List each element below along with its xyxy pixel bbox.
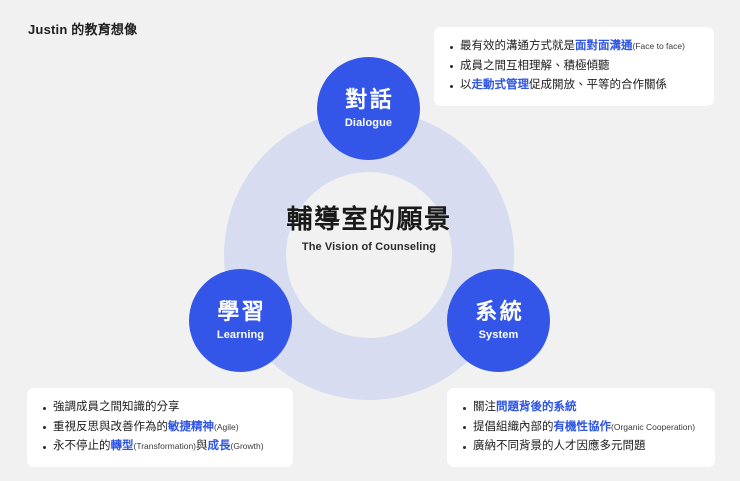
list-item: 關注問題背後的系統 [463, 398, 701, 418]
text-segment: 最有效的溝通方式就是 [460, 40, 575, 52]
text-segment: 重視反思與改善作為的 [53, 420, 168, 433]
page-title: Justin 的教育想像 [28, 22, 138, 37]
text-segment: 關注 [473, 401, 496, 413]
card-learning-list: 強調成員之間知識的分享重視反思與改善作為的敏捷精神(Agile)永不停止的轉型(… [37, 398, 279, 457]
list-item: 永不停止的轉型(Transformation)與成長(Growth) [43, 437, 279, 457]
text-segment: 永不停止的 [53, 440, 111, 452]
list-item: 提倡組織內部的有機性協作(Organic Cooperation) [463, 418, 701, 438]
node-learning-label-cn: 學習 [217, 299, 267, 325]
center-vision-title-en: The Vision of Counseling [301, 241, 437, 254]
inner-ring-hole [286, 172, 452, 338]
highlighted-term: 成長 [207, 440, 231, 452]
highlighted-term: 轉型 [110, 440, 134, 452]
highlighted-term: 有機性協作 [553, 420, 612, 433]
text-segment: 成員之間互相理解、積極傾聽 [460, 59, 610, 72]
highlighted-term: 問題背後的系統 [496, 401, 577, 413]
text-segment: 廣納不同背景的人才因應多元問題 [473, 440, 646, 452]
text-segment: 以 [460, 79, 472, 91]
text-segment: 強調成員之間知識的分享 [53, 401, 180, 413]
card-system: 關注問題背後的系統提倡組織內部的有機性協作(Organic Cooperatio… [447, 388, 715, 467]
list-item: 成員之間互相理解、積極傾聽 [450, 57, 700, 77]
center-vision-label: 輔導室的願景 The Vision of Counseling [259, 204, 479, 253]
list-item: 廣納不同背景的人才因應多元問題 [463, 437, 701, 457]
card-dialogue-list: 最有效的溝通方式就是面對面溝通(Face to face) 成員之間互相理解、積極… [444, 37, 700, 96]
node-system[interactable]: 系統 System [447, 269, 550, 372]
node-dialogue[interactable]: 對話 Dialogue [317, 57, 420, 160]
node-dialogue-label-cn: 對話 [345, 87, 395, 113]
english-gloss: (Agile) [214, 421, 239, 432]
highlighted-term: 面對面溝通 [575, 40, 633, 52]
card-learning: 強調成員之間知識的分享重視反思與改善作為的敏捷精神(Agile)永不停止的轉型(… [27, 388, 293, 467]
english-gloss: (Face to face) [632, 41, 685, 51]
highlighted-term: 敏捷精神 [168, 420, 214, 433]
english-gloss: (Organic Cooperation) [611, 421, 696, 432]
highlighted-term: 走動式管理 [471, 79, 530, 91]
list-item: 重視反思與改善作為的敏捷精神(Agile) [43, 418, 279, 438]
text-segment: 提倡組織內部的 [473, 420, 554, 433]
node-learning-label-en: Learning [216, 328, 265, 341]
list-item: 以走動式管理促成開放、平等的合作關係 [450, 76, 700, 96]
node-system-label-en: System [478, 328, 519, 341]
list-item: 最有效的溝通方式就是面對面溝通(Face to face) [450, 37, 700, 57]
node-learning[interactable]: 學習 Learning [189, 269, 292, 372]
text-segment: 促成開放、平等的合作關係 [529, 79, 667, 91]
node-system-label-cn: 系統 [475, 299, 525, 325]
list-item: 強調成員之間知識的分享 [43, 398, 279, 418]
text-segment: 與 [196, 440, 208, 452]
center-vision-title-cn: 輔導室的願景 [286, 204, 452, 234]
node-dialogue-label-en: Dialogue [344, 116, 393, 129]
english-gloss: (Growth) [230, 441, 264, 451]
english-gloss: (Transformation) [133, 441, 197, 451]
card-system-list: 關注問題背後的系統提倡組織內部的有機性協作(Organic Cooperatio… [457, 398, 701, 457]
card-dialogue: 最有效的溝通方式就是面對面溝通(Face to face) 成員之間互相理解、積極… [434, 27, 714, 106]
